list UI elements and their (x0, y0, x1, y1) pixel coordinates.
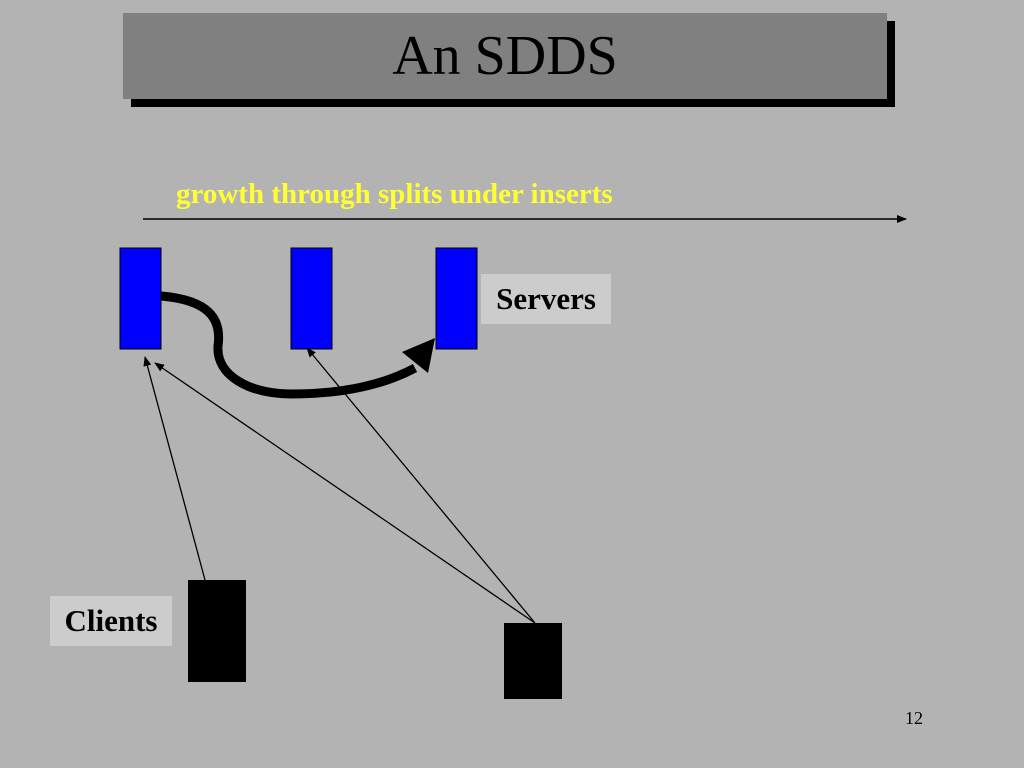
server-1 (119, 247, 162, 350)
title-box: An SDDS (123, 13, 887, 99)
growth-caption: growth through splits under inserts (176, 178, 613, 210)
access-line-client2-server2 (306, 347, 536, 624)
clients-label: Clients (50, 596, 172, 646)
servers-label: Servers (481, 274, 611, 324)
server-3 (435, 247, 478, 350)
split-arrowhead (402, 338, 435, 373)
client-2 (504, 623, 562, 699)
slide-title: An SDDS (392, 25, 618, 87)
split-arrow (160, 291, 418, 399)
server-2 (290, 247, 333, 350)
access-line-client2-server1 (154, 362, 536, 624)
page-number: 12 (905, 708, 923, 728)
access-line-client1-server1 (143, 356, 206, 581)
client-1 (188, 580, 246, 682)
